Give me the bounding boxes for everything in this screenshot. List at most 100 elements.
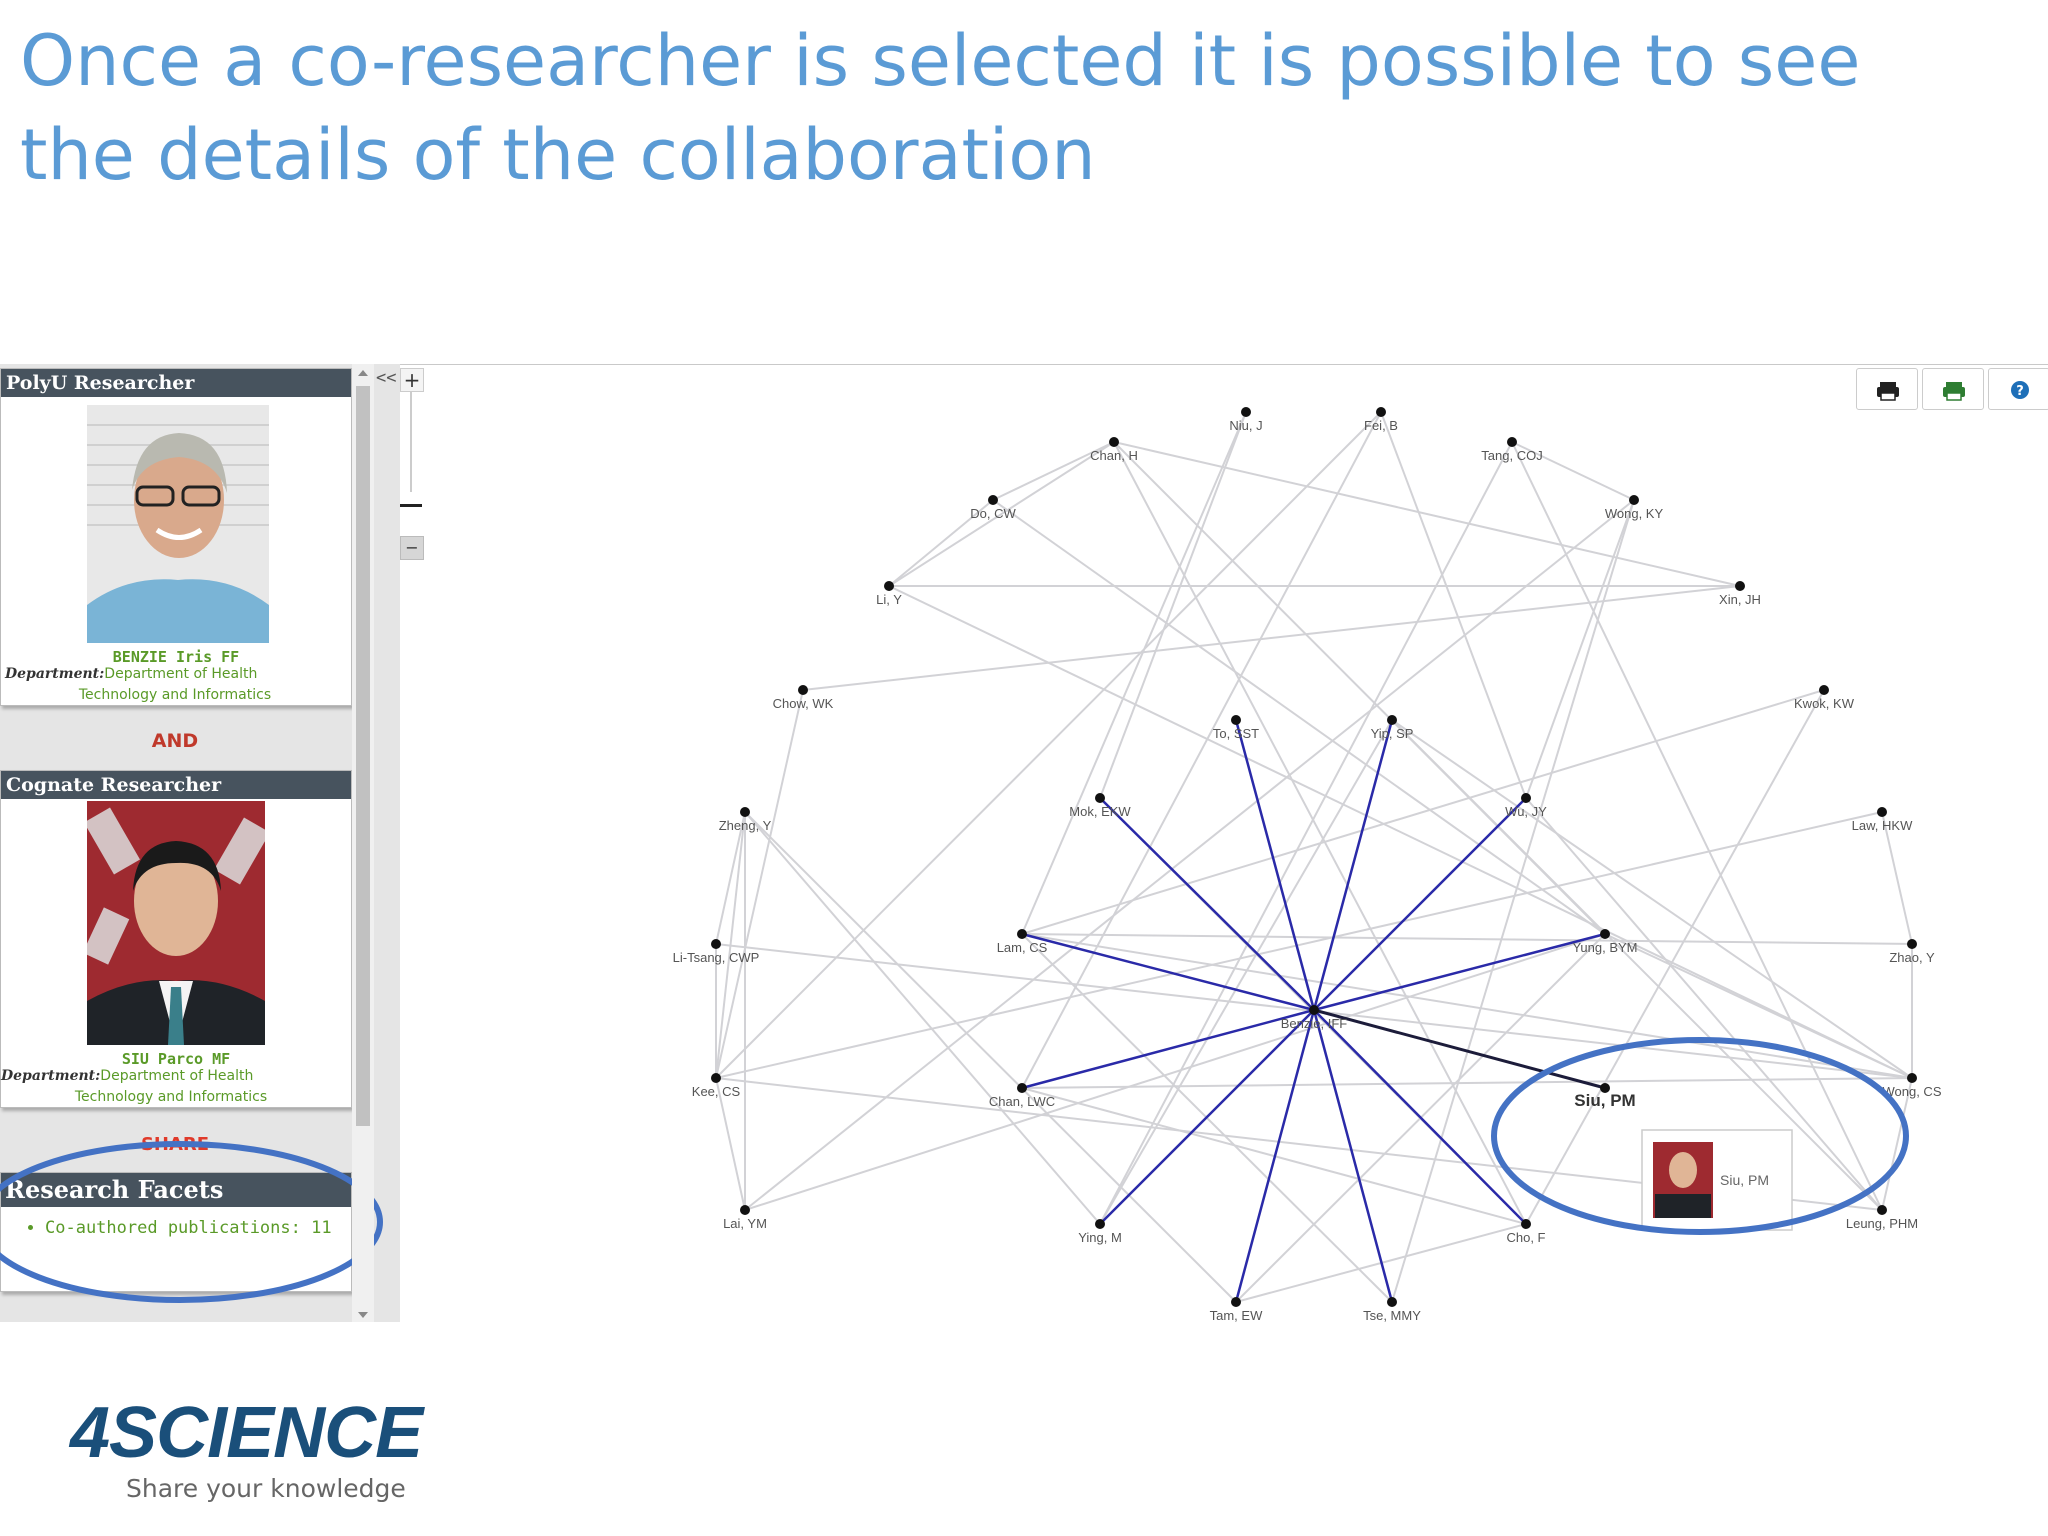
research-facets-card: Research Facets Co-authored publications… — [0, 1172, 352, 1292]
graph-node[interactable] — [1877, 807, 1887, 817]
network-graph[interactable]: Niu, J Fei, B Chan, H Tang, COJ Do, CW Wong, … — [400, 364, 2048, 1322]
print-green-icon — [1943, 382, 1965, 401]
graph-node-label[interactable]: Wu, JY — [1505, 804, 1547, 819]
print-button[interactable] — [1856, 368, 1918, 410]
graph-node[interactable] — [1376, 407, 1386, 417]
sidebar: PolyU Researcher BENZIE Iris FF Departme… — [0, 364, 400, 1322]
graph-node[interactable] — [1387, 1297, 1397, 1307]
scroll-up-arrow-icon[interactable] — [358, 370, 368, 376]
graph-edge — [1391, 719, 1883, 1211]
graph-node-label[interactable]: Yung, BYM — [1572, 940, 1637, 955]
graph-node-label[interactable]: Niu, J — [1229, 418, 1262, 433]
graph-edge — [1511, 441, 1635, 501]
cognate-researcher-name[interactable]: SIU Parco MF — [121, 1050, 231, 1068]
graph-node[interactable] — [1231, 715, 1241, 725]
graph-node-label[interactable]: Zheng, Y — [719, 818, 772, 833]
graph-node-label[interactable]: Li, Y — [876, 592, 902, 607]
graph-node[interactable] — [1600, 929, 1610, 939]
svg-text:?: ? — [2016, 384, 2024, 399]
graph-edge — [1525, 499, 1635, 799]
graph-node-label[interactable]: Kwok, KW — [1794, 696, 1855, 711]
graph-node-label[interactable]: Chan, LWC — [989, 1094, 1055, 1109]
collapse-sidebar-button[interactable]: << — [376, 368, 397, 388]
graph-node[interactable] — [1877, 1205, 1887, 1215]
graph-center-label[interactable]: Benzie, IFF — [1281, 1016, 1348, 1031]
graph-node-label[interactable]: Cho, F — [1506, 1230, 1545, 1245]
graph-node-label[interactable]: Mok, EKW — [1069, 804, 1131, 819]
graph-node-label[interactable]: Zhao, Y — [1889, 950, 1935, 965]
graph-node[interactable] — [1017, 1083, 1027, 1093]
graph-node[interactable] — [1600, 1083, 1610, 1093]
zoom-slider-handle[interactable] — [400, 504, 422, 507]
graph-edge — [888, 499, 994, 587]
collaboration-edge — [1312, 719, 1394, 1011]
graph-node[interactable] — [1507, 437, 1517, 447]
graph-edge — [802, 585, 1741, 691]
scroll-down-arrow-icon[interactable] — [358, 1312, 368, 1318]
sidebar-scrollbar[interactable] — [352, 364, 374, 1322]
graph-node-label[interactable]: To, SST — [1213, 726, 1259, 741]
graph-edge — [715, 811, 1883, 1079]
graph-node[interactable] — [884, 581, 894, 591]
graph-node[interactable] — [1629, 495, 1639, 505]
graph-edge — [888, 441, 1115, 587]
researcher-name[interactable]: BENZIE Iris FF — [112, 648, 240, 666]
zoom-out-button[interactable]: − — [400, 536, 424, 560]
cognate-researcher-card: Cognate Researcher SIU Parco MF Departme… — [0, 770, 352, 1108]
graph-node[interactable] — [1521, 793, 1531, 803]
facet-item-coauthored[interactable]: Co-authored publications: 11 — [45, 1215, 351, 1241]
graph-node[interactable] — [1521, 1219, 1531, 1229]
graph-node-label[interactable]: Siu, PM — [1574, 1091, 1635, 1110]
graph-node[interactable] — [1095, 793, 1105, 803]
zoom-slider-track[interactable] — [410, 392, 412, 492]
graph-node-label[interactable]: Chow, WK — [773, 696, 834, 711]
graph-node-label[interactable]: Do, CW — [970, 506, 1016, 521]
graph-node-label[interactable]: Ying, M — [1078, 1230, 1122, 1245]
graph-node[interactable] — [1017, 929, 1027, 939]
graph-edge — [1021, 933, 1913, 945]
graph-node[interactable] — [711, 1073, 721, 1083]
graph-edge — [1021, 689, 1825, 935]
graph-node-label[interactable]: Kee, CS — [692, 1084, 741, 1099]
scroll-thumb[interactable] — [356, 386, 370, 1126]
graph-node-label[interactable]: Tam, EW — [1210, 1308, 1263, 1322]
node-tooltip: Siu, PM — [1641, 1129, 1793, 1231]
graph-node-label[interactable]: Yip, SP — [1371, 726, 1414, 741]
graph-node[interactable] — [1907, 939, 1917, 949]
collaboration-edge — [1313, 1009, 1527, 1225]
graph-node-label[interactable]: Tang, COJ — [1481, 448, 1542, 463]
graph-node-label[interactable]: Lam, CS — [997, 940, 1048, 955]
graph-node-label[interactable]: Li-Tsang, CWP — [673, 950, 760, 965]
graph-node[interactable] — [711, 939, 721, 949]
graph-node[interactable] — [1095, 1219, 1105, 1229]
export-button[interactable] — [1922, 368, 1984, 410]
graph-node[interactable] — [1819, 685, 1829, 695]
help-button[interactable]: ? — [1988, 368, 2048, 410]
4science-logo: 4SCIENCE Share your knowledge — [70, 1392, 470, 1512]
graph-node[interactable] — [798, 685, 808, 695]
graph-node[interactable] — [988, 495, 998, 505]
graph-node[interactable] — [740, 1205, 750, 1215]
graph-node-label[interactable]: Xin, JH — [1719, 592, 1761, 607]
graph-node[interactable] — [1387, 715, 1397, 725]
graph-edge — [744, 811, 1237, 1303]
graph-node-label[interactable]: Tse, MMY — [1363, 1308, 1421, 1322]
graph-node-label[interactable]: Leung, PHM — [1846, 1216, 1918, 1231]
graph-node-label[interactable]: Law, HKW — [1852, 818, 1913, 833]
graph-node[interactable] — [1109, 437, 1119, 447]
graph-node-label[interactable]: Wong, KY — [1605, 506, 1664, 521]
graph-node[interactable] — [1241, 407, 1251, 417]
graph-node[interactable] — [1231, 1297, 1241, 1307]
zoom-in-button[interactable]: + — [400, 368, 424, 392]
researcher-card-header: PolyU Researcher — [1, 369, 351, 397]
graph-node[interactable] — [740, 807, 750, 817]
graph-node-label[interactable]: Wong, CS — [1882, 1084, 1941, 1099]
graph-node-label[interactable]: Fei, B — [1364, 418, 1398, 433]
collaboration-edge — [1234, 719, 1316, 1011]
graph-node-label[interactable]: Lai, YM — [723, 1216, 767, 1231]
graph-center-node[interactable] — [1309, 1005, 1319, 1015]
department-value: Department of Health — [104, 666, 258, 682]
graph-node[interactable] — [1907, 1073, 1917, 1083]
graph-node-label[interactable]: Chan, H — [1090, 448, 1138, 463]
graph-node[interactable] — [1735, 581, 1745, 591]
